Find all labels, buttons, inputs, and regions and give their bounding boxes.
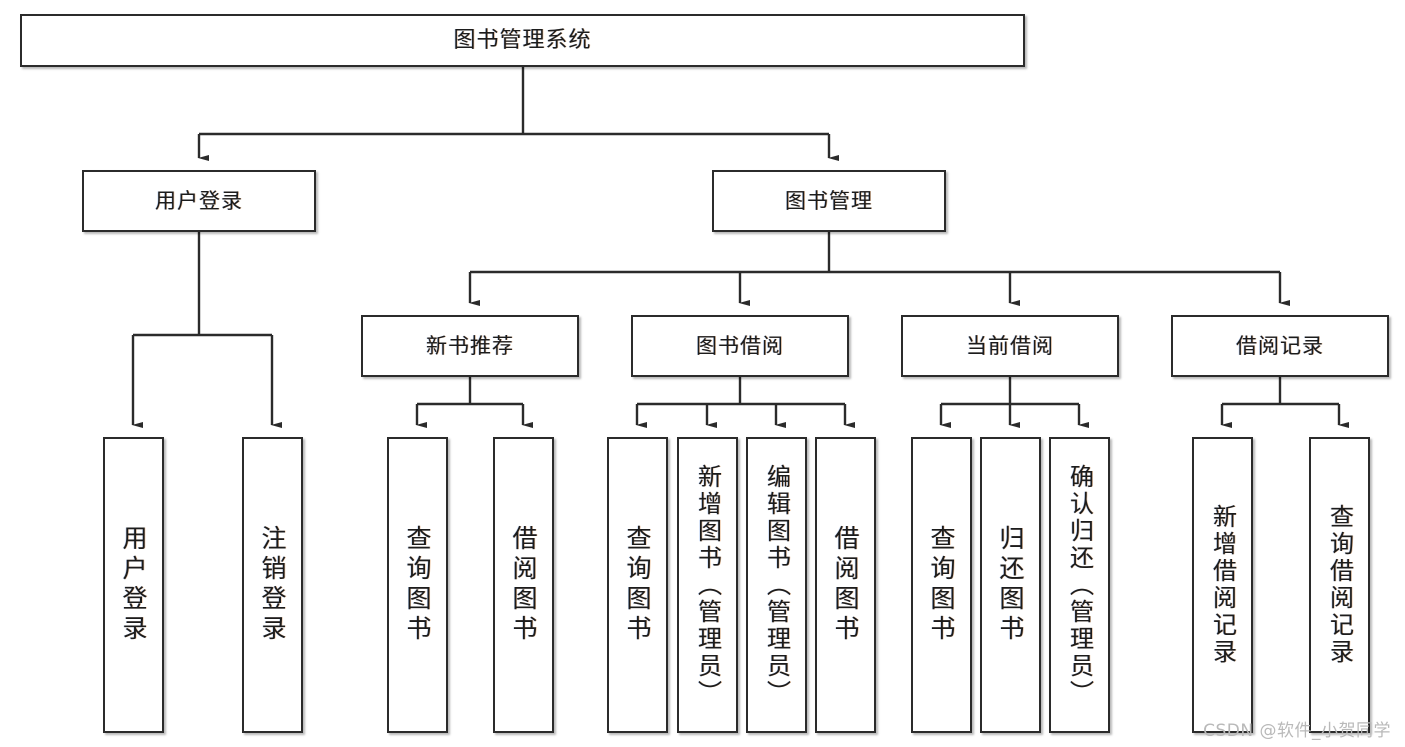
leaf-borrow-book[interactable]: 借阅图书 (815, 437, 876, 733)
leaf-edit-book-admin[interactable]: 编辑图书（管理员） (746, 437, 807, 733)
leaf-label: 用户登录 (119, 525, 148, 645)
leaf-add-book-admin[interactable]: 新增图书（管理员） (677, 437, 738, 733)
leaf-label: 归还图书 (996, 525, 1025, 645)
leaf-add-borrow-record[interactable]: 新增借阅记录 (1192, 437, 1253, 733)
leaf-return-book[interactable]: 归还图书 (980, 437, 1041, 733)
leaf-label: 确认归还（管理员） (1065, 463, 1094, 707)
node-label: 图书管理 (785, 188, 873, 213)
leaf-label: 新增图书（管理员） (693, 463, 722, 707)
leaf-label: 查询图书 (927, 525, 956, 645)
leaf-borrow-book-new[interactable]: 借阅图书 (493, 437, 554, 733)
leaf-label: 新增借阅记录 (1208, 504, 1237, 666)
node-new-book-recommend[interactable]: 新书推荐 (361, 315, 579, 377)
leaf-label: 编辑图书（管理员） (762, 463, 791, 707)
leaf-query-book-new[interactable]: 查询图书 (387, 437, 448, 733)
node-book-management[interactable]: 图书管理 (712, 170, 946, 232)
node-root-system[interactable]: 图书管理系统 (20, 14, 1025, 67)
leaf-label: 注销登录 (258, 525, 287, 645)
leaf-label: 查询图书 (403, 525, 432, 645)
leaf-query-book-borrow[interactable]: 查询图书 (607, 437, 668, 733)
node-label: 图书借阅 (696, 333, 784, 358)
leaf-label: 查询借阅记录 (1325, 504, 1354, 666)
node-book-borrow[interactable]: 图书借阅 (631, 315, 849, 377)
leaf-label: 查询图书 (623, 525, 652, 645)
node-borrow-record[interactable]: 借阅记录 (1171, 315, 1389, 377)
leaf-confirm-return-admin[interactable]: 确认归还（管理员） (1049, 437, 1110, 733)
node-label: 图书管理系统 (453, 27, 592, 53)
node-label: 用户登录 (155, 188, 243, 213)
node-label: 借阅记录 (1236, 333, 1324, 358)
leaf-query-borrow-record[interactable]: 查询借阅记录 (1309, 437, 1370, 733)
node-label: 新书推荐 (426, 333, 514, 358)
leaf-query-book-current[interactable]: 查询图书 (911, 437, 972, 733)
node-user-login[interactable]: 用户登录 (82, 170, 316, 232)
node-label: 当前借阅 (966, 333, 1054, 358)
leaf-label: 借阅图书 (831, 525, 860, 645)
leaf-label: 借阅图书 (509, 525, 538, 645)
node-current-borrow[interactable]: 当前借阅 (901, 315, 1119, 377)
leaf-logout[interactable]: 注销登录 (242, 437, 303, 733)
leaf-user-login[interactable]: 用户登录 (103, 437, 164, 733)
